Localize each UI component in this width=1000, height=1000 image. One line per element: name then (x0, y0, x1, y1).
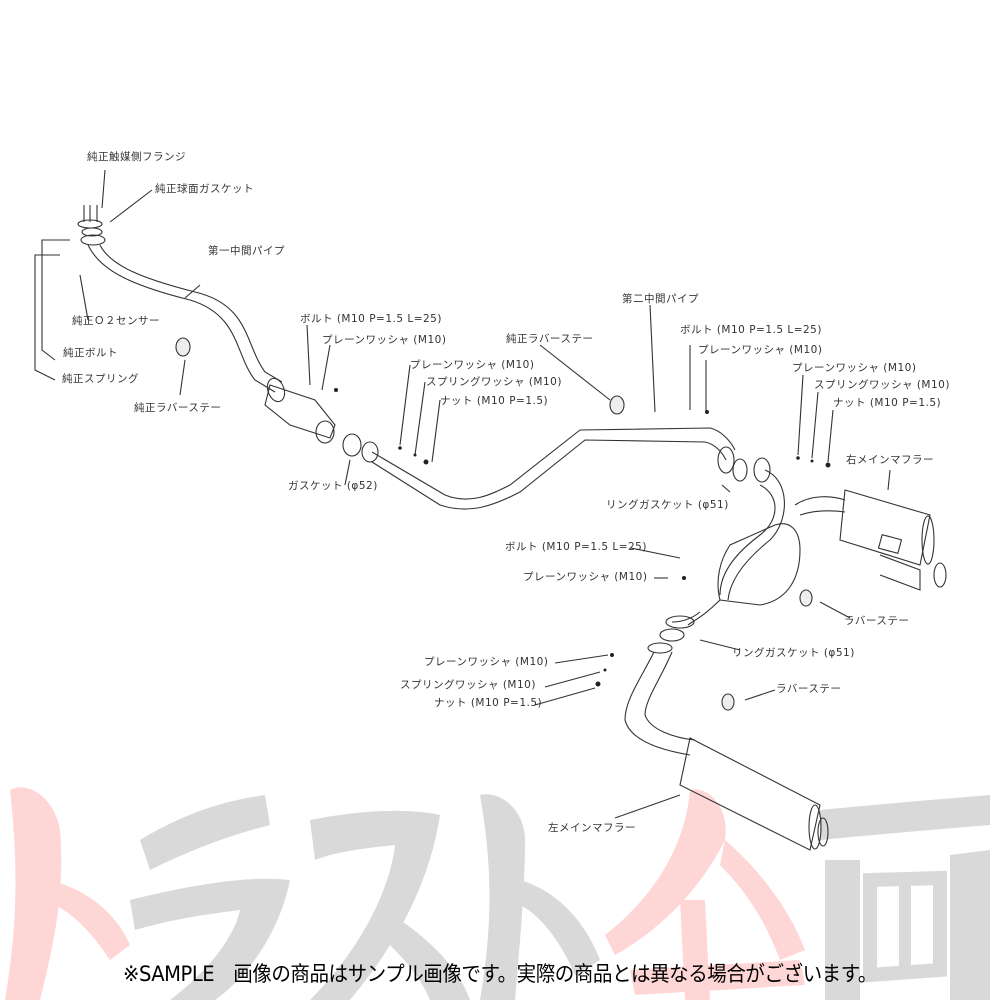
label-rubber-stay-right: ラバーステー (844, 615, 910, 627)
label-spring-washer-2: スプリングワッシャ (M10) (426, 376, 562, 388)
label-gasket-52: ガスケット (φ52) (288, 480, 378, 492)
label-ring-gasket-51-a: リングガスケット (φ51) (606, 499, 729, 511)
label-bolt-3: ボルト (M10 P=1.5 L=25) (680, 324, 822, 336)
label-plain-washer-4: プレーンワッシャ (M10) (792, 362, 917, 374)
label-bolt-5: ボルト (M10 P=1.5 L=25) (505, 541, 647, 553)
label-oem-o2-sensor: 純正Ｏ２センサー (72, 315, 160, 327)
label-plain-washer-2: プレーンワッシャ (M10) (410, 359, 535, 371)
label-oem-cat-flange: 純正触媒側フランジ (87, 151, 186, 163)
label-oem-spring: 純正スプリング (62, 373, 139, 385)
label-oem-bolt: 純正ボルト (63, 347, 118, 359)
watermark-logo (5, 787, 990, 1000)
label-first-mid-pipe: 第一中間パイプ (208, 245, 285, 257)
label-right-main-muffler: 右メインマフラー (846, 454, 934, 466)
label-oem-rubber-stay-mid: 純正ラバーステー (506, 333, 594, 345)
label-plain-washer-3: プレーンワッシャ (M10) (698, 344, 823, 356)
label-nut-4: ナット (M10 P=1.5) (833, 397, 942, 409)
label-plain-washer-5: プレーンワッシャ (M10) (523, 571, 648, 583)
label-nut-2: ナット (M10 P=1.5) (440, 395, 549, 407)
label-rubber-stay-left-muffler: ラバーステー (776, 683, 842, 695)
sample-notice: ※SAMPLE 画像の商品はサンプル画像です。実際の商品とは異なる場合がございま… (123, 962, 877, 986)
label-ring-gasket-51-b: リングガスケット (φ51) (732, 647, 855, 659)
label-left-main-muffler: 左メインマフラー (548, 822, 636, 834)
label-bolt-1: ボルト (M10 P=1.5 L=25) (300, 313, 442, 325)
label-plain-washer-6: プレーンワッシャ (M10) (424, 656, 549, 668)
label-plain-washer-1: プレーンワッシャ (M10) (322, 334, 447, 346)
label-oem-spherical-gasket: 純正球面ガスケット (155, 183, 254, 195)
label-spring-washer-4: スプリングワッシャ (M10) (814, 379, 950, 391)
label-second-mid-pipe: 第二中間パイプ (622, 293, 699, 305)
label-spring-washer-6: スプリングワッシャ (M10) (400, 679, 536, 691)
label-nut-6: ナット (M10 P=1.5) (434, 697, 543, 709)
label-oem-rubber-stay-left: 純正ラバーステー (134, 402, 222, 414)
